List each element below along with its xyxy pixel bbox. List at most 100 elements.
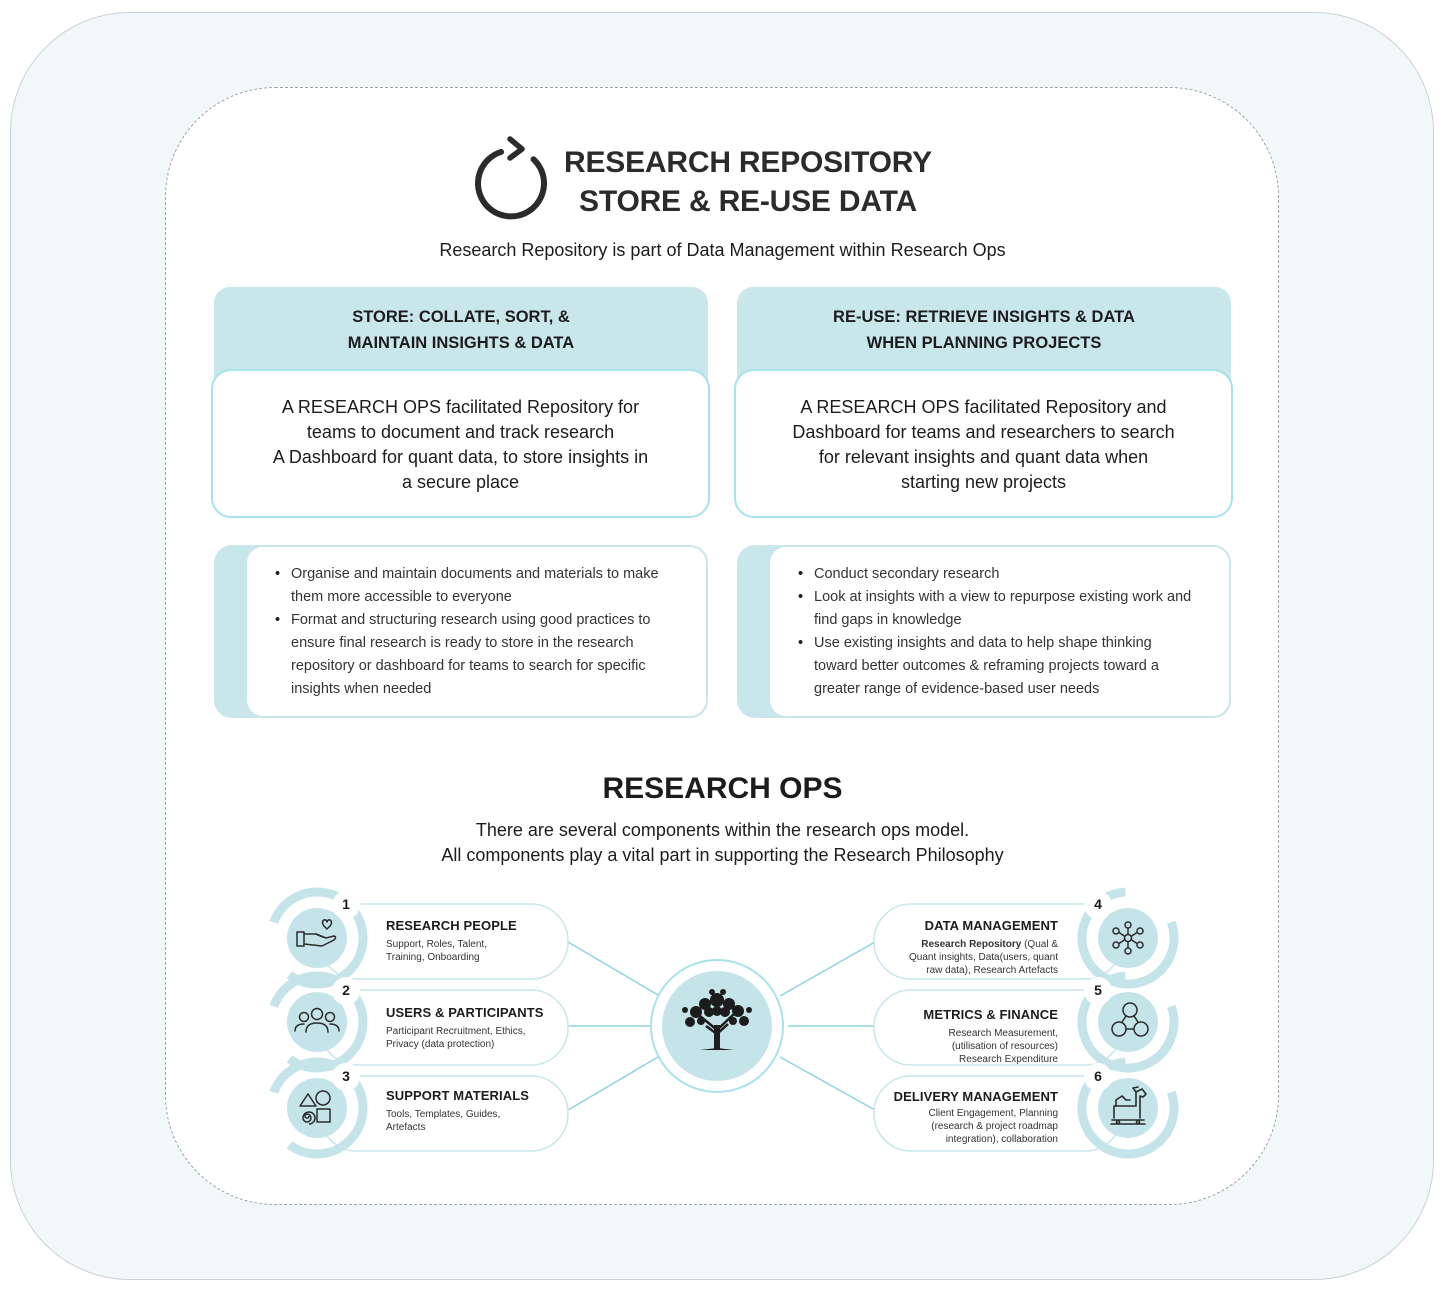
bullet-line: Use existing insights and data to help s… (814, 635, 1152, 651)
component-number: 5 (1094, 982, 1102, 998)
component-number: 3 (342, 1068, 350, 1084)
store-bullets-box: Organise and maintain documents and mate… (245, 545, 708, 718)
reuse-desc-line: Dashboard for teams and researchers to s… (792, 422, 1175, 442)
component-title: RESEARCH PEOPLE (386, 918, 517, 933)
component-desc: Tools, Templates, Guides, Artefacts (386, 1108, 566, 1134)
component-desc-line: Privacy (data protection) (386, 1039, 495, 1050)
component-desc: Research Measurement, (utilisation of re… (878, 1027, 1059, 1066)
bullet-line: Organise and maintain documents and mate… (291, 566, 659, 582)
component-title: USERS & PARTICIPANTS (386, 1005, 544, 1020)
component-desc-line: Client Engagement, Planning (928, 1108, 1058, 1119)
reuse-desc-line: for relevant insights and quant data whe… (818, 447, 1149, 467)
connector-line (567, 1056, 659, 1111)
ops-subtitle: There are several components within the … (300, 818, 1145, 868)
reuse-bullet-list: Conduct secondary research Look at insig… (770, 547, 1229, 701)
component-desc: Participant Recruitment, Ethics, Privacy… (386, 1025, 566, 1051)
reuse-bullet: Use existing insights and data to help s… (798, 632, 1229, 701)
bullet-line: toward better outcomes & reframing proje… (814, 658, 1159, 674)
reuse-description: A RESEARCH OPS facilitated Repository an… (736, 371, 1231, 495)
component-desc-line: Quant insights, Data(users, quant (909, 952, 1058, 963)
reuse-desc-line: starting new projects (900, 472, 1067, 492)
component-desc: Client Engagement, Planning (research & … (878, 1107, 1058, 1146)
tree-icon (682, 989, 752, 1050)
component-desc-line: Support, Roles, Talent, (386, 939, 487, 950)
bullet-line: Format and structuring research using go… (291, 612, 651, 628)
component-title: DATA MANAGEMENT (924, 918, 1058, 933)
component-desc-line: Research Measurement, (948, 1028, 1059, 1039)
bullet-line: Look at insights with a view to repurpos… (814, 589, 1192, 605)
component-desc-line: Tools, Templates, Guides, (386, 1109, 501, 1120)
store-bullet: Organise and maintain documents and mate… (275, 563, 706, 609)
reuse-heading-line-2: WHEN PLANNING PROJECTS (866, 334, 1102, 352)
component-delivery-management: DELIVERY MANAGEMENT Client Engagement, P… (878, 1089, 1058, 1146)
reuse-bullet: Conduct secondary research (798, 563, 1229, 586)
people-group-icon (294, 1007, 340, 1033)
bullet-line: greater range of evidence-based user nee… (814, 681, 1100, 697)
center-hub (650, 959, 784, 1093)
shapes-icon (299, 1090, 331, 1125)
hand-heart-icon (296, 919, 337, 947)
component-number: 6 (1094, 1068, 1102, 1084)
page-title: RESEARCH REPOSITORY STORE & RE-USE DATA (558, 143, 938, 221)
connector-lines (567, 941, 876, 1111)
refresh-icon (475, 136, 547, 220)
component-desc-line: (utilisation of resources) (951, 1041, 1058, 1052)
store-heading: STORE: COLLATE, SORT, & MAINTAIN INSIGHT… (214, 304, 708, 356)
component-desc-span: (Qual & (1021, 939, 1058, 950)
component-metrics-finance: METRICS & FINANCE Research Measurement, … (878, 1007, 1058, 1066)
component-desc: Support, Roles, Talent, Training, Onboar… (386, 938, 566, 964)
bullet-line: repository or dashboard for teams to sea… (291, 658, 646, 674)
component-number: 4 (1094, 896, 1102, 912)
component-desc: Research Repository (Qual & Quant insigh… (878, 938, 1058, 977)
store-bullet: Format and structuring research using go… (275, 609, 706, 701)
reuse-bullets-box: Conduct secondary research Look at insig… (768, 545, 1231, 718)
reuse-bullet: Look at insights with a view to repurpos… (798, 586, 1229, 632)
component-desc-line: Research Expenditure (959, 1054, 1058, 1065)
bullet-line: find gaps in knowledge (814, 612, 962, 628)
component-research-people: RESEARCH PEOPLE Support, Roles, Talent, … (386, 918, 566, 964)
component-title: METRICS & FINANCE (923, 1007, 1058, 1022)
connected-circles-icon (1111, 1002, 1149, 1037)
component-title: SUPPORT MATERIALS (386, 1088, 530, 1103)
component-desc-line: (research & project roadmap (931, 1121, 1058, 1132)
component-desc-line: Training, Onboarding (386, 952, 480, 963)
component-number: 1 (342, 896, 350, 912)
bullet-line: ensure final research is ready to store … (291, 635, 634, 651)
right-circles (1077, 887, 1179, 1159)
reuse-heading: RE-USE: RETRIEVE INSIGHTS & DATA WHEN PL… (737, 304, 1231, 356)
trojan-horse-icon (1110, 1086, 1147, 1125)
component-title: DELIVERY MANAGEMENT (893, 1089, 1058, 1104)
connector-line (567, 941, 659, 996)
reuse-desc-line: A RESEARCH OPS facilitated Repository an… (800, 397, 1167, 417)
store-desc-line: A Dashboard for quant data, to store ins… (272, 447, 649, 467)
store-desc-line: a secure place (401, 472, 520, 492)
title-line-2: STORE & RE-USE DATA (579, 185, 917, 218)
component-users-participants: USERS & PARTICIPANTS Participant Recruit… (386, 1005, 566, 1051)
bullet-line: Conduct secondary research (814, 566, 1000, 582)
store-heading-line-1: STORE: COLLATE, SORT, & (352, 308, 570, 326)
left-pills (319, 903, 569, 1152)
ops-title: RESEARCH OPS (602, 772, 843, 805)
store-desc-line: teams to document and track research (306, 422, 615, 442)
reuse-heading-line-1: RE-USE: RETRIEVE INSIGHTS & DATA (833, 308, 1135, 326)
store-desc-line: A RESEARCH OPS facilitated Repository fo… (281, 397, 640, 417)
component-data-management: DATA MANAGEMENT Research Repository (Qua… (878, 918, 1058, 977)
store-heading-line-2: MAINTAIN INSIGHTS & DATA (347, 334, 575, 352)
store-description: A RESEARCH OPS facilitated Repository fo… (213, 371, 708, 495)
store-description-box: A RESEARCH OPS facilitated Repository fo… (211, 369, 710, 518)
component-desc-bold: Research Repository (921, 939, 1022, 950)
page-subtitle: Research Repository is part of Data Mana… (439, 240, 1006, 260)
bullet-line: them more accessible to everyone (291, 589, 512, 605)
ops-diagram (266, 887, 1179, 1159)
component-desc-line: Research Repository (Qual & (878, 938, 1058, 951)
bullet-line: insights when needed (291, 681, 432, 697)
component-number: 2 (342, 982, 350, 998)
ops-subtitle-line-2: All components play a vital part in supp… (441, 845, 1004, 865)
component-desc-line: Participant Recruitment, Ethics, (386, 1026, 526, 1037)
component-desc-line: raw data), Research Artefacts (926, 965, 1058, 976)
reuse-description-box: A RESEARCH OPS facilitated Repository an… (734, 369, 1233, 518)
component-desc-line: integration), collaboration (945, 1134, 1058, 1145)
connector-line (779, 941, 876, 997)
component-desc-line: Artefacts (386, 1122, 426, 1133)
title-line-1: RESEARCH REPOSITORY (564, 146, 932, 179)
